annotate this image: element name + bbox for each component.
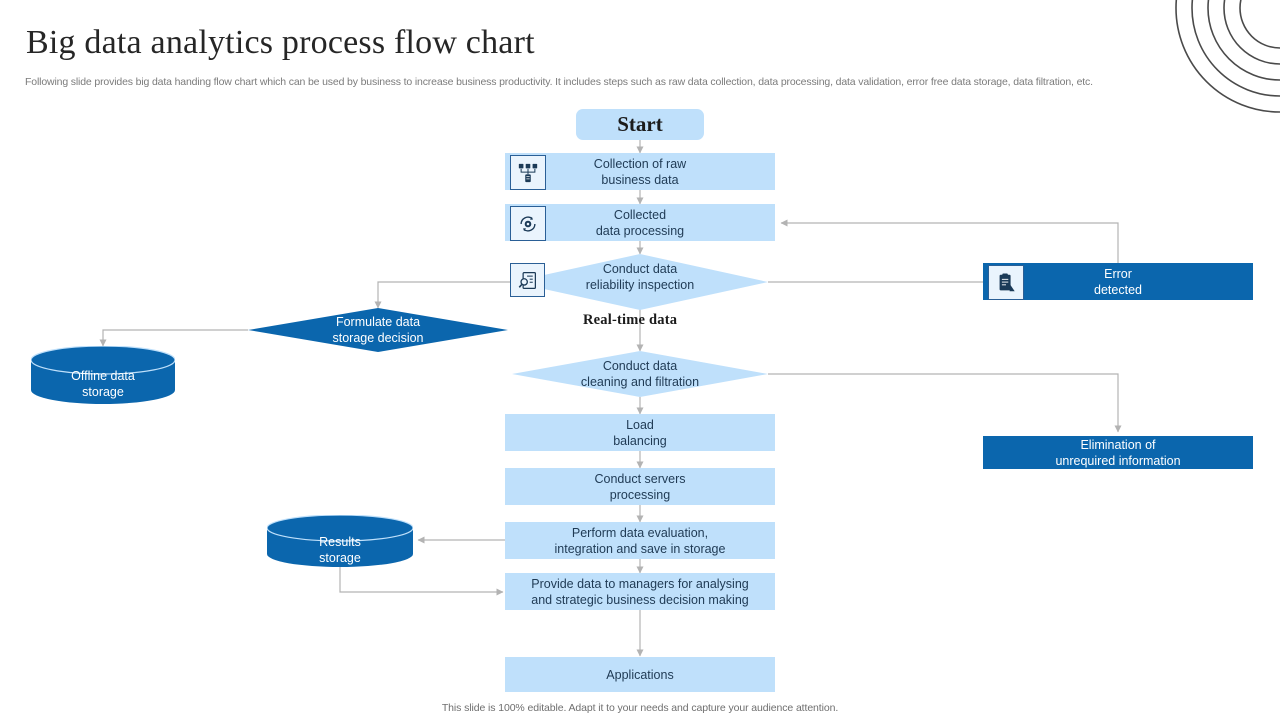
node-error-detected[interactable]: Error detected bbox=[983, 263, 1253, 300]
node-formulate-label: Formulate data storage decision bbox=[332, 315, 424, 345]
decorative-arcs bbox=[1150, 0, 1280, 135]
node-inspection-label: Conduct data reliability inspection bbox=[585, 262, 695, 292]
node-formulate-data-storage-decision[interactable]: Formulate data storage decision bbox=[248, 308, 508, 352]
node-offline-data-storage[interactable]: Offline data storage bbox=[31, 346, 175, 404]
node-start[interactable]: Start bbox=[576, 109, 704, 140]
node-elimination-label: Elimination of unrequired information bbox=[1055, 437, 1181, 468]
page-subtitle: Following slide provides big data handin… bbox=[25, 76, 1093, 88]
node-results-storage-label: Results storage bbox=[319, 535, 361, 565]
slide-footer-note: This slide is 100% editable. Adapt it to… bbox=[441, 702, 839, 714]
node-servers-label: Conduct servers processing bbox=[594, 471, 686, 502]
node-collected-data-processing[interactable]: Collected data processing bbox=[505, 204, 775, 241]
node-conduct-data-reliability-inspection[interactable]: Conduct data reliability inspection bbox=[512, 254, 768, 310]
node-error-label: Error detected bbox=[1094, 266, 1142, 297]
node-start-label: Start bbox=[617, 112, 663, 136]
node-conduct-servers-processing[interactable]: Conduct servers processing bbox=[505, 468, 775, 505]
node-managers-label: Provide data to managers for analysing a… bbox=[531, 576, 749, 607]
error-report-icon bbox=[988, 265, 1024, 300]
document-magnifier-icon bbox=[510, 263, 545, 297]
node-load-balancing[interactable]: Load balancing bbox=[505, 414, 775, 451]
gear-refresh-icon bbox=[510, 206, 546, 241]
node-cleaning-label: Conduct data cleaning and filtration bbox=[580, 359, 700, 389]
node-evaluation-label: Perform data evaluation, integration and… bbox=[554, 525, 726, 556]
node-applications-label: Applications bbox=[606, 667, 674, 682]
node-conduct-data-cleaning-and-filtration[interactable]: Conduct data cleaning and filtration bbox=[512, 351, 768, 397]
node-elimination-of-unrequired-information[interactable]: Elimination of unrequired information bbox=[983, 436, 1253, 469]
page-title: Big data analytics process flow chart bbox=[26, 24, 535, 61]
node-collection-label: Collection of raw business data bbox=[593, 156, 687, 187]
node-provide-data-to-managers[interactable]: Provide data to managers for analysing a… bbox=[505, 573, 775, 610]
node-processing-label: Collected data processing bbox=[595, 207, 685, 238]
node-perform-data-evaluation[interactable]: Perform data evaluation, integration and… bbox=[505, 522, 775, 559]
node-collection-of-raw-business-data[interactable]: Collection of raw business data bbox=[505, 153, 775, 190]
node-applications[interactable]: Applications bbox=[505, 657, 775, 692]
edge-label-real-time-data: Real-time data bbox=[583, 312, 678, 328]
server-network-icon bbox=[510, 155, 546, 190]
node-results-storage[interactable]: Results storage bbox=[267, 515, 413, 567]
node-offline-storage-label: Offline data storage bbox=[71, 369, 135, 399]
node-load-label: Load balancing bbox=[613, 417, 667, 448]
